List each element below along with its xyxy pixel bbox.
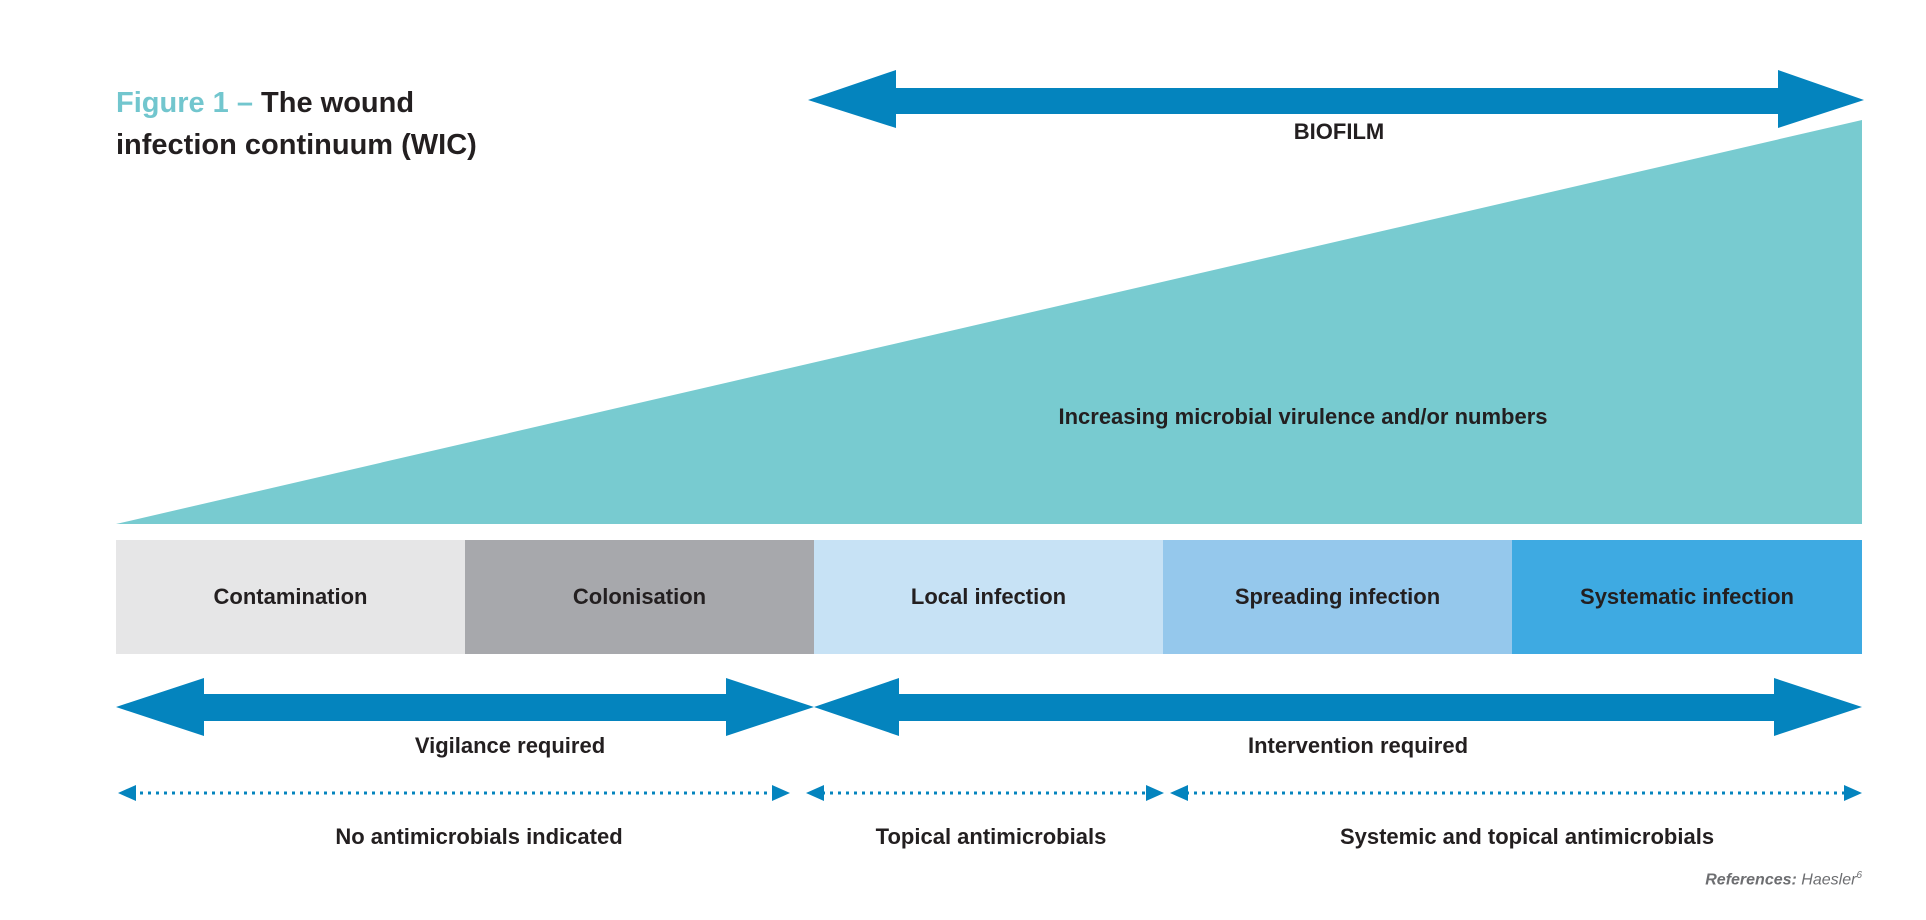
biofilm-label: BIOFILM (1293, 119, 1385, 144)
topical-dotted-arrow (806, 785, 1164, 801)
no-antimicrobials-dotted-arrow (118, 785, 790, 801)
references: References: Haesler6 (1705, 870, 1862, 889)
stage-contamination-label: Contamination (213, 584, 368, 609)
biofilm-arrow (808, 70, 1864, 128)
stage-colonisation: Colonisation (465, 540, 814, 654)
systemic-antimicrobials-label: Systemic and topical antimicrobials (1339, 824, 1715, 849)
stage-spreading-infection: Spreading infection (1163, 540, 1512, 654)
stage-systematic-infection-label: Systematic infection (1580, 584, 1794, 609)
references-label: References: (1705, 871, 1797, 889)
stage-colonisation-label: Colonisation (572, 584, 707, 609)
stage-local-infection-label: Local infection (910, 584, 1067, 609)
topical-antimicrobials-label: Topical antimicrobials (875, 824, 1107, 849)
stage-spreading-infection-label: Spreading infection (1234, 584, 1441, 609)
vigilance-label: Vigilance required (414, 733, 606, 758)
intervention-arrow (814, 678, 1862, 736)
references-superscript: 6 (1856, 870, 1862, 881)
wedge-label: Increasing microbial virulence and/or nu… (1058, 404, 1548, 429)
virulence-wedge (116, 120, 1862, 524)
intervention-label: Intervention required (1247, 733, 1469, 758)
stage-local-infection: Local infection (814, 540, 1163, 654)
systemic-dotted-arrow (1170, 785, 1862, 801)
stage-contamination: Contamination (116, 540, 465, 654)
stage-systematic-infection: Systematic infection (1512, 540, 1862, 654)
figure-title-line1: The wound (261, 87, 415, 119)
figure-title-line2: infection continuum (WIC) (116, 129, 477, 161)
references-source: Haesler (1801, 871, 1857, 889)
figure-title: Figure 1 – The wound infection continuum … (116, 82, 477, 166)
no-antimicrobials-label: No antimicrobials indicated (335, 824, 623, 849)
vigilance-arrow (116, 678, 814, 736)
figure-title-prefix: Figure 1 – (116, 87, 262, 119)
